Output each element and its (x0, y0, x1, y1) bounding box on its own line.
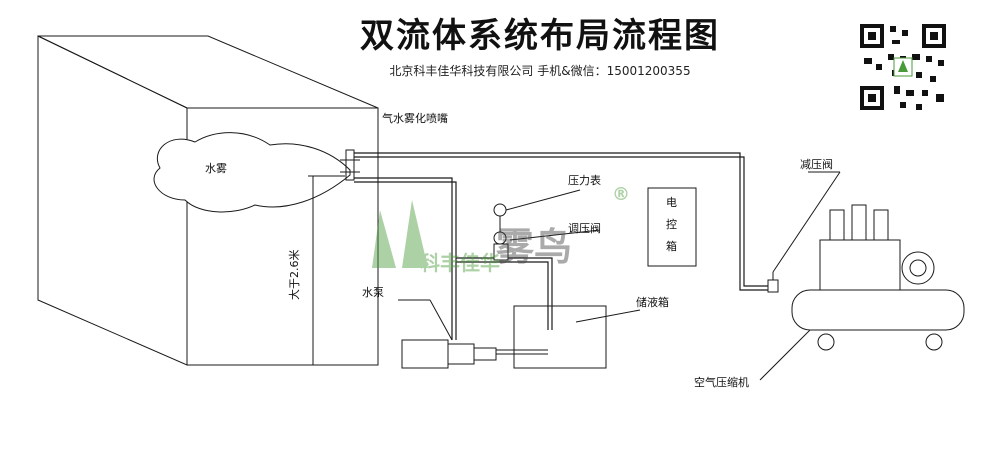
control-box (647, 187, 697, 267)
watermark-tagline: 科丰佳华 (420, 251, 500, 275)
label-reducer: 减压阀 (800, 157, 833, 171)
pressure-gauge-icon (493, 189, 601, 245)
qr-code-icon (856, 20, 950, 114)
label-gauge: 压力表 (568, 173, 601, 187)
watermark-brand: 雾鸟 (496, 225, 572, 269)
water-pump-icon (401, 339, 548, 369)
label-mist: 水雾 (205, 162, 227, 175)
watermark-registered: ® (612, 184, 630, 205)
height-dimension (308, 175, 345, 365)
reducer-valve-icon (767, 171, 841, 293)
air-pipe (354, 152, 772, 291)
label-tank: 储液箱 (636, 295, 669, 309)
brand-watermark: 雾鸟 科丰佳华 ® (372, 184, 630, 275)
label-nozzle: 气水雾化喷嘴 (382, 111, 448, 125)
company-contact: 北京科丰佳华科技有限公司 手机&微信：15001200355 (389, 64, 691, 78)
liquid-tank (513, 305, 607, 369)
label-control-box-2: 控 (666, 217, 677, 231)
label-regulator: 调压阀 (568, 221, 601, 235)
regulator-valve-icon (493, 243, 509, 261)
label-pump: 水泵 (362, 286, 384, 299)
page-title: 双流体系统布局流程图 (360, 16, 720, 56)
mist-cloud (153, 132, 351, 213)
label-control-box-1: 电 (666, 196, 677, 209)
label-control-box-3: 箱 (666, 239, 677, 253)
nozzle-icon (340, 149, 360, 181)
air-compressor-icon (759, 204, 965, 381)
brand-leaf-icon (372, 200, 428, 268)
label-height: 大于2.6米 (287, 250, 301, 301)
label-compressor: 空气压缩机 (694, 375, 749, 389)
room-box (37, 35, 379, 366)
